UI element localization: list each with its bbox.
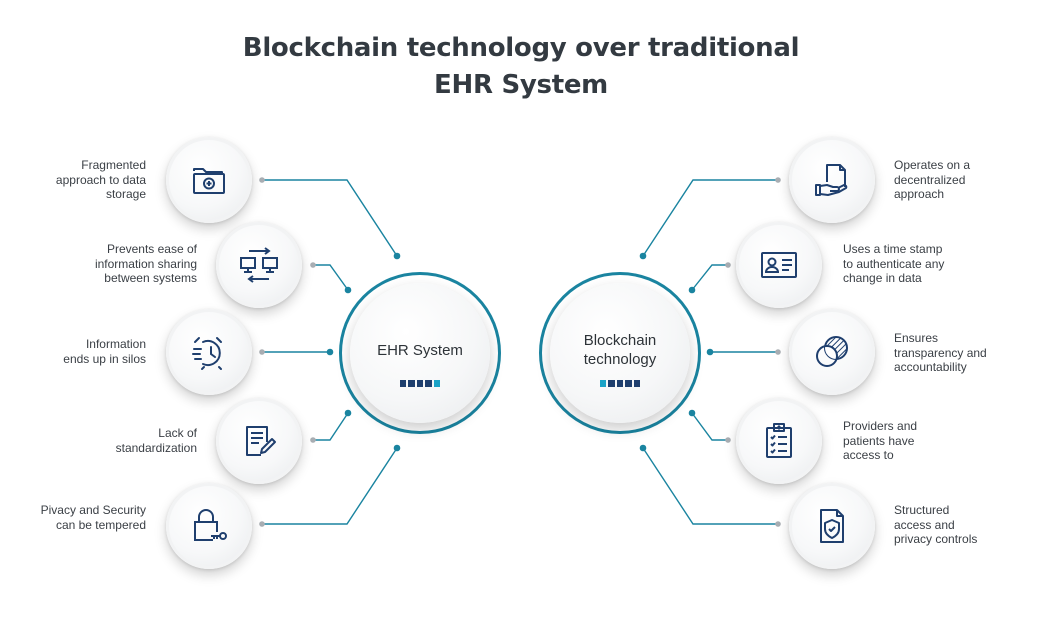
bubble-dot	[775, 521, 781, 527]
connector-dot	[639, 444, 647, 452]
ehr-system-hub: EHR System	[339, 272, 501, 434]
connector-dot	[326, 348, 334, 356]
bubble-dot	[259, 177, 265, 183]
bubble-dot	[725, 437, 731, 443]
computers-exchange-icon	[240, 247, 278, 283]
lock-key-icon	[194, 509, 227, 541]
folder-icon	[193, 168, 225, 194]
blockchain-hub: Blockchain technology	[539, 272, 701, 434]
right-label-4: Providers and patients have access to	[843, 419, 918, 462]
bubble-left-5	[166, 483, 252, 569]
blockchain-hub-line-2: technology	[583, 351, 657, 368]
connector-dot	[393, 444, 401, 452]
connector-dot	[344, 286, 352, 294]
bubble-dot	[725, 262, 731, 268]
bubble-left-3	[166, 309, 252, 395]
shield-document-icon	[820, 509, 844, 543]
connector-right-4	[691, 412, 728, 441]
left-label-4: Lack of standardization	[115, 426, 197, 455]
left-label-1: Fragmented approach to data storage	[55, 158, 146, 201]
connector-right-5	[642, 447, 778, 525]
bubble-right-5	[789, 483, 875, 569]
alarm-clock-icon	[192, 337, 222, 370]
title-line-1: Blockchain technology over traditional	[242, 33, 800, 63]
clipboard-checklist-icon	[766, 423, 792, 458]
bubble-dot	[259, 349, 265, 355]
bubble-dot	[775, 177, 781, 183]
left-label-3: Information ends up in silos	[63, 337, 146, 366]
connector-right-1	[642, 179, 778, 257]
bubble-left-2	[216, 222, 302, 308]
bubble-right-4	[736, 398, 822, 484]
title-line-2: EHR System	[434, 70, 608, 100]
hand-document-icon	[815, 164, 848, 196]
bubble-dot	[259, 521, 265, 527]
bubble-dot	[310, 262, 316, 268]
right-label-1: Operates on a decentralized approach	[894, 158, 971, 201]
overlap-circles-icon	[816, 336, 848, 367]
ehr-hub-label: EHR System	[377, 342, 463, 359]
connector-left-5	[262, 447, 398, 525]
connector-left-2	[313, 264, 349, 291]
document-edit-icon	[246, 426, 276, 456]
left-label-2: Prevents ease of information sharing bet…	[94, 242, 197, 285]
bubble-right-3	[789, 309, 875, 395]
connector-dot	[344, 409, 352, 417]
bubble-right-2	[736, 222, 822, 308]
id-card-icon	[761, 252, 797, 278]
right-label-2: Uses a time stamp to authenticate any ch…	[843, 242, 945, 285]
connector-right-2	[691, 264, 728, 291]
connector-dot	[393, 252, 401, 260]
connector-dot	[706, 348, 714, 356]
bubble-right-1	[789, 137, 875, 223]
connector-dot	[688, 286, 696, 294]
bubble-dot	[310, 437, 316, 443]
connector-left-1	[262, 179, 398, 257]
connector-dot	[688, 409, 696, 417]
connector-left-4	[313, 412, 349, 441]
bubble-left-1	[166, 137, 252, 223]
bubble-dot	[775, 349, 781, 355]
hub-squares	[350, 380, 490, 387]
bubble-left-4	[216, 398, 302, 484]
right-label-3: Ensures transparency and accountability	[894, 331, 987, 374]
blockchain-hub-line-1: Blockchain	[583, 332, 657, 349]
connector-dot	[639, 252, 647, 260]
right-label-5: Structured access and privacy controls	[894, 503, 978, 546]
hub-squares	[550, 380, 690, 387]
left-label-5: Pivacy and Security can be tempered	[40, 503, 146, 532]
